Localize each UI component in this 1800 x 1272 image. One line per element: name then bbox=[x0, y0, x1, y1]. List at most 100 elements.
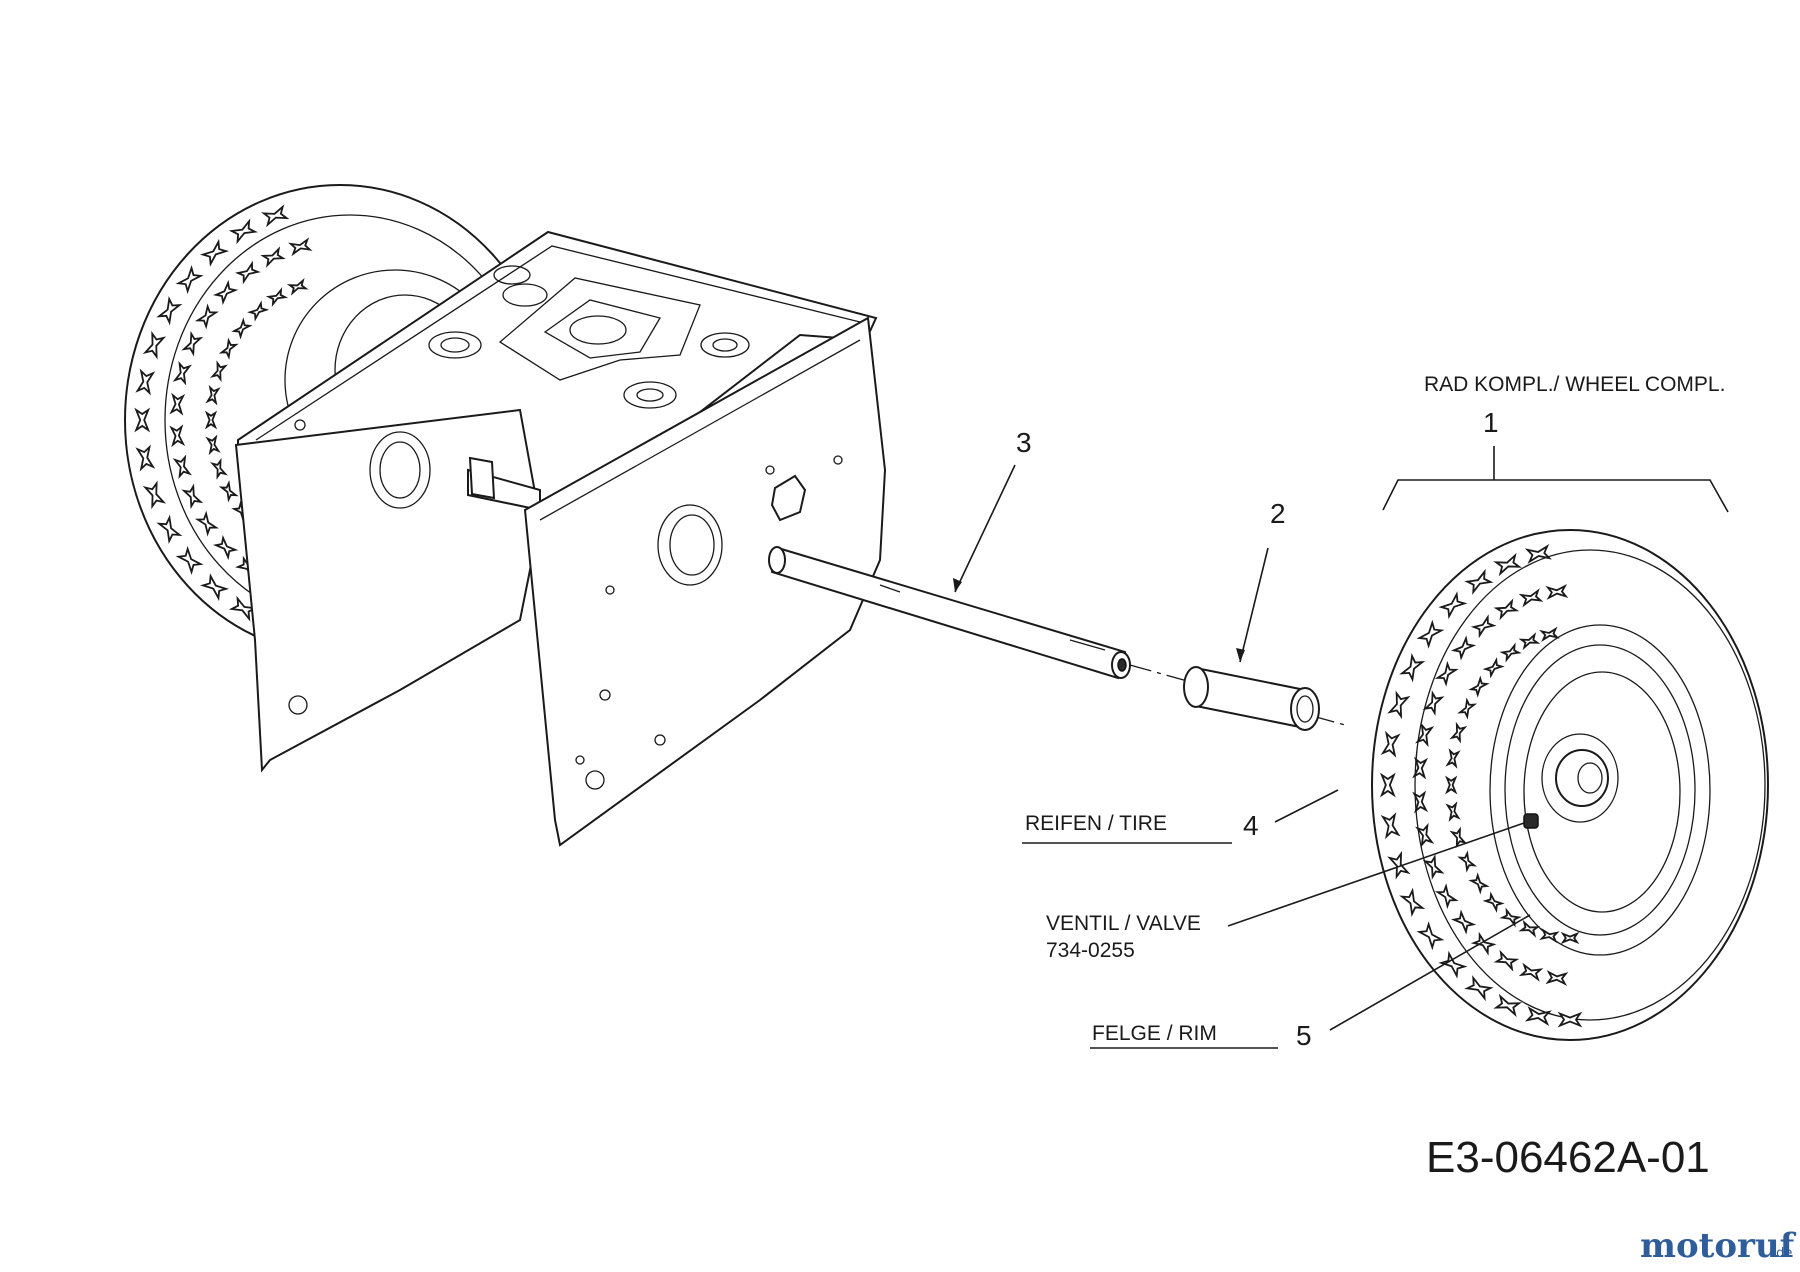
tread-lug bbox=[194, 303, 219, 330]
tread-lug bbox=[1499, 642, 1522, 663]
valve-label: VENTIL / VALVE bbox=[1046, 912, 1201, 935]
tread-lug bbox=[194, 510, 219, 537]
rim-label: FELGE / RIM bbox=[1092, 1022, 1217, 1045]
tread-lug bbox=[1539, 928, 1560, 944]
tread-lug bbox=[288, 237, 313, 257]
right-wheel-illustration bbox=[1371, 529, 1769, 1041]
tread-lug bbox=[1457, 850, 1478, 873]
tread-lug bbox=[1470, 614, 1497, 639]
tread-lug bbox=[265, 287, 289, 307]
callout-4: 4 bbox=[1243, 810, 1259, 841]
tread-lug bbox=[175, 265, 204, 295]
tread-lug bbox=[1482, 891, 1505, 913]
tread-lug bbox=[204, 410, 218, 430]
tread-lug bbox=[1493, 552, 1523, 577]
tread-lug bbox=[1379, 772, 1396, 798]
tread-lug bbox=[1445, 801, 1461, 822]
tire-label: REIFEN / TIRE bbox=[1025, 812, 1167, 835]
leader-lines bbox=[953, 446, 1729, 1049]
tread-lug bbox=[231, 317, 253, 340]
frame-bracket-illustration bbox=[234, 230, 887, 847]
tread-lug bbox=[205, 384, 221, 406]
tread-lug bbox=[210, 457, 228, 480]
tread-lug bbox=[1468, 675, 1490, 698]
valve-part-number: 734-0255 bbox=[1046, 939, 1135, 962]
tread-lug bbox=[199, 573, 230, 602]
tread-lug bbox=[181, 483, 204, 510]
drawing-code: E3-06462A-01 bbox=[1426, 1133, 1710, 1182]
tread-lug bbox=[199, 238, 230, 267]
tread-lug bbox=[1524, 544, 1552, 564]
tread-lug bbox=[1415, 722, 1435, 748]
tread-lug bbox=[1412, 756, 1429, 780]
tread-lug bbox=[212, 279, 239, 306]
tread-lug bbox=[228, 595, 258, 622]
tread-lug bbox=[156, 296, 183, 326]
tread-lug bbox=[172, 454, 192, 480]
tread-lug bbox=[1445, 775, 1458, 795]
tread-lug bbox=[1412, 790, 1429, 814]
wheel-assembly-label: RAD KOMPL./ WHEEL COMPL. bbox=[1424, 373, 1725, 396]
tread-lug bbox=[1518, 632, 1541, 651]
tread-lug bbox=[1450, 635, 1477, 661]
tread-lug bbox=[169, 424, 186, 448]
tread-lug bbox=[134, 407, 151, 433]
tread-lug bbox=[212, 534, 239, 561]
tread-lug bbox=[1457, 697, 1478, 720]
tread-lug bbox=[1464, 975, 1494, 1002]
tread-lug bbox=[1518, 962, 1544, 982]
tread-lug bbox=[1499, 907, 1522, 928]
tread-lug bbox=[218, 337, 239, 360]
tread-lug bbox=[135, 444, 156, 472]
tread-lug bbox=[1524, 1006, 1552, 1026]
tread-lug bbox=[1438, 950, 1468, 979]
watermark-text: motoruf bbox=[1640, 1226, 1797, 1266]
callout-1: 1 bbox=[1483, 407, 1499, 438]
watermark-logo: motoruf .de bbox=[1640, 1226, 1797, 1266]
tread-lug bbox=[181, 330, 204, 357]
tread-lug bbox=[1450, 909, 1477, 935]
tread-lug bbox=[1545, 584, 1569, 600]
callout-5: 5 bbox=[1296, 1020, 1312, 1051]
tread-lug bbox=[156, 514, 183, 544]
tread-lug bbox=[260, 204, 290, 228]
tread-lug bbox=[175, 545, 204, 575]
tread-lug bbox=[1518, 588, 1544, 608]
tread-lug bbox=[142, 330, 167, 360]
tread-lug bbox=[1438, 591, 1468, 620]
tread-lug bbox=[286, 277, 309, 296]
tread-lug bbox=[218, 480, 239, 503]
tread-lug bbox=[172, 360, 192, 386]
watermark-suffix: .de bbox=[1772, 1246, 1792, 1261]
tread-lug bbox=[1434, 883, 1459, 910]
tread-lug bbox=[247, 300, 270, 322]
tread-lug bbox=[1557, 1011, 1583, 1028]
tread-lug bbox=[1422, 690, 1445, 716]
tread-lug bbox=[1560, 931, 1580, 945]
tread-lug bbox=[1416, 619, 1445, 649]
tread-lug bbox=[135, 368, 156, 396]
tread-lug bbox=[1380, 812, 1401, 840]
tread-lug bbox=[205, 434, 221, 456]
tread-lug bbox=[1445, 748, 1461, 769]
tread-lug bbox=[1387, 690, 1411, 720]
tread-lug bbox=[1493, 993, 1523, 1018]
tread-lug bbox=[260, 246, 286, 268]
tread-lug bbox=[1399, 887, 1426, 917]
tread-lug bbox=[228, 218, 258, 245]
tread-lug bbox=[210, 360, 228, 383]
spacer-tube-illustration bbox=[1183, 666, 1320, 731]
tread-lug bbox=[1399, 653, 1426, 683]
tread-lug bbox=[1387, 850, 1411, 880]
callout-3: 3 bbox=[1016, 427, 1032, 458]
tread-lug bbox=[1416, 921, 1445, 951]
tread-lug bbox=[1539, 626, 1560, 642]
tread-lug bbox=[1449, 721, 1468, 744]
tread-lug bbox=[1422, 854, 1445, 880]
tread-lug bbox=[1380, 730, 1401, 758]
tread-lug bbox=[1493, 949, 1520, 972]
tread-lug bbox=[1545, 970, 1569, 986]
tread-lug bbox=[1482, 657, 1505, 679]
tread-lug bbox=[1468, 872, 1490, 895]
